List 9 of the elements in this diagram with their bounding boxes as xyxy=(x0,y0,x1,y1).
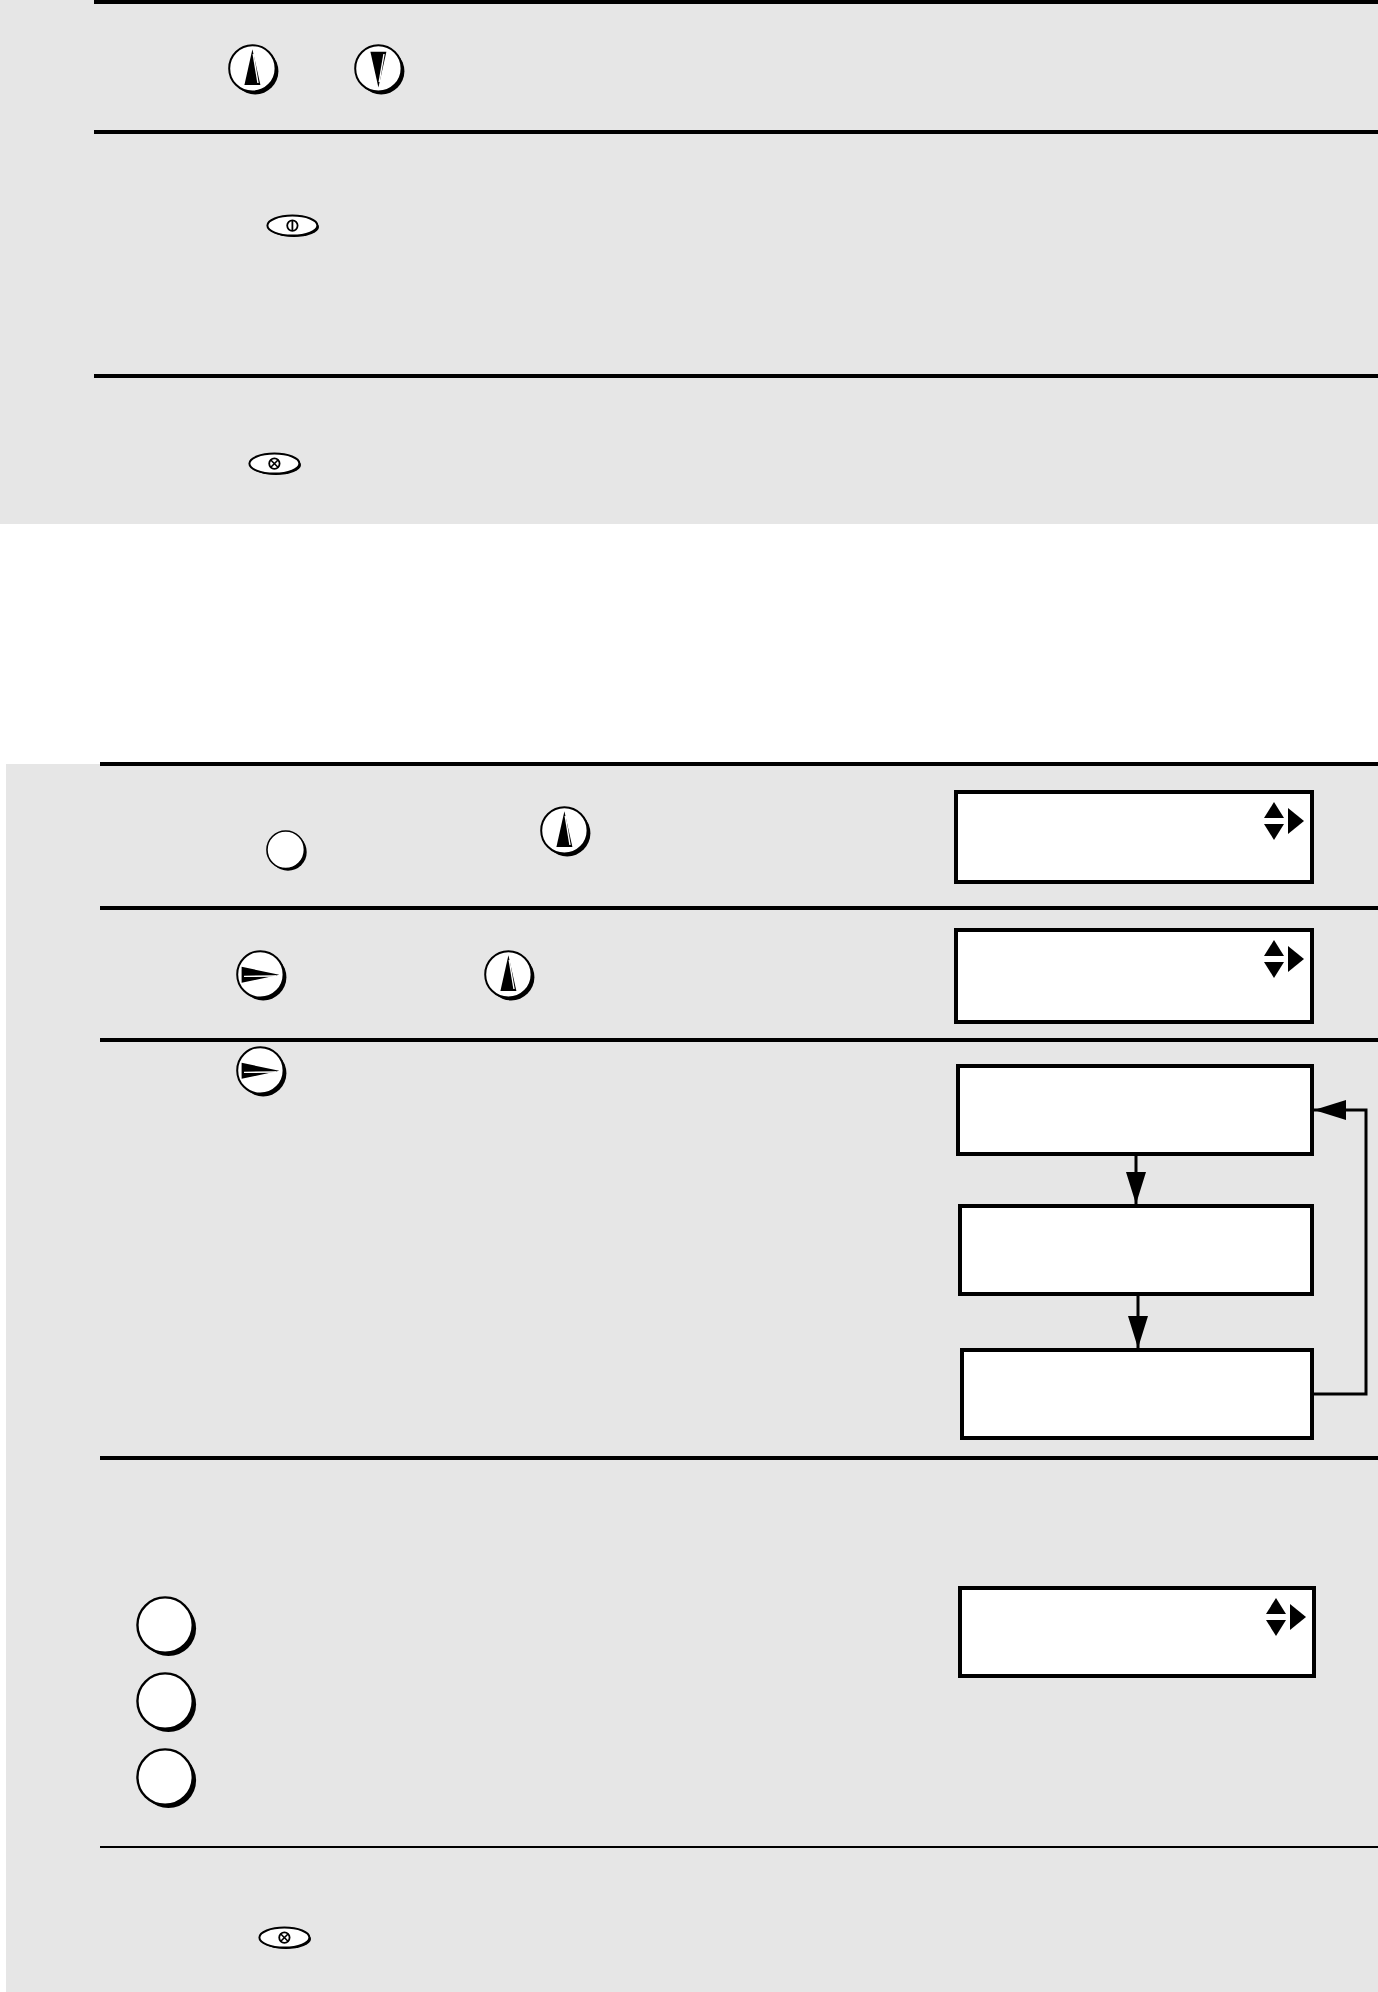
arrow xyxy=(1126,1156,1146,1204)
lcd-display xyxy=(958,1204,1314,1296)
lcd-display xyxy=(956,1064,1314,1156)
lcd-display xyxy=(958,1586,1316,1678)
arrow xyxy=(1128,1296,1148,1348)
lcd-display xyxy=(954,790,1314,884)
lcd-display xyxy=(960,1348,1314,1440)
arrow xyxy=(1314,1100,1368,1396)
lcd-display xyxy=(954,928,1314,1024)
